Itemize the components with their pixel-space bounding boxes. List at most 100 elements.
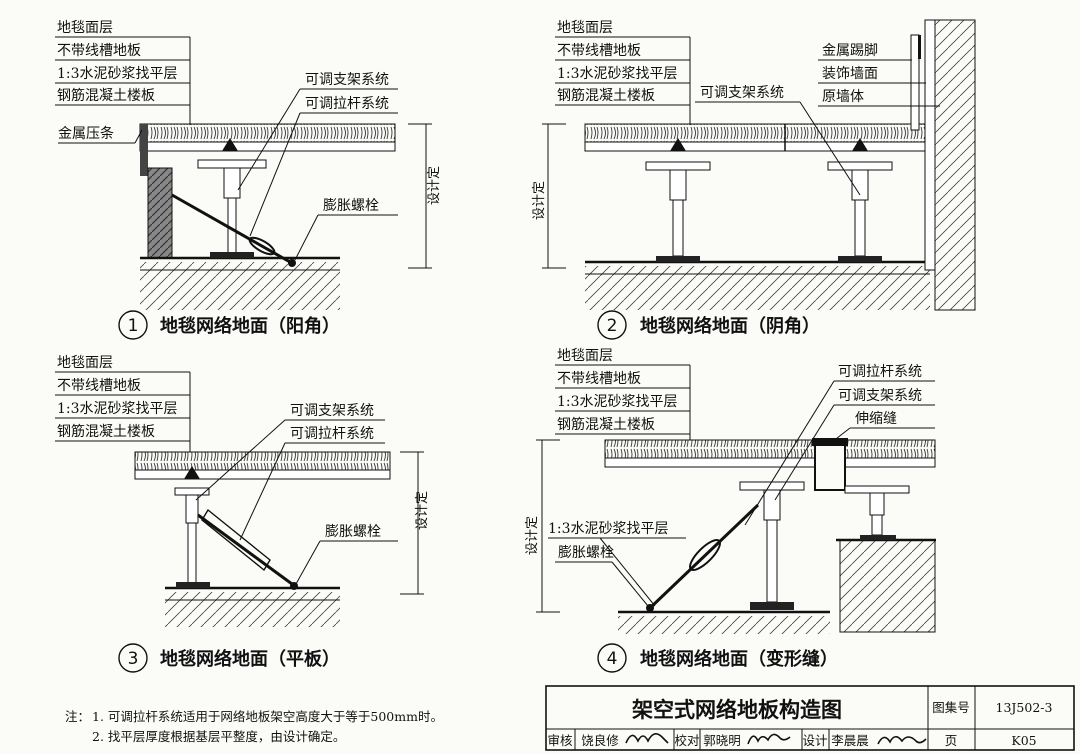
review-label: 审核	[547, 733, 573, 748]
carpet-layer	[139, 123, 396, 143]
pedestal-2b	[827, 138, 893, 262]
layer-label: 钢筋混凝土楼板	[557, 416, 655, 433]
carpet-layer	[604, 439, 816, 459]
callout-label: 可调拉杆系统	[290, 426, 374, 442]
atlas-number: 13J502-3	[996, 700, 1053, 715]
dimension-label: 设计定	[532, 181, 547, 220]
concrete-slab	[618, 616, 830, 634]
callout-label: 可调支架系统	[838, 388, 922, 404]
dimension-label: 设计定	[427, 166, 442, 205]
layer-label: 1:3水泥砂浆找平层	[57, 401, 178, 417]
layer-label: 1:3水泥砂浆找平层	[57, 66, 178, 82]
raised-slab	[839, 539, 936, 633]
drawing-title: 架空式网络地板构造图	[632, 698, 842, 722]
detail-2: 地毯面层 不带线槽地板 1:3水泥砂浆找平层 钢筋混凝土楼板	[532, 19, 976, 340]
detail-1: 地毯面层 不带线槽地板 1:3水泥砂浆找平层 钢筋混凝土楼板 设计定 金属压条	[55, 20, 442, 340]
notes: 注： 1. 可调拉杆系统适用于网络地板架空高度大于等于500mm时。 2. 找平…	[65, 709, 443, 744]
detail-number-circle	[118, 643, 148, 673]
concrete-slab	[140, 262, 340, 310]
callout-label: 1:3水泥砂浆找平层	[548, 521, 669, 537]
atlas-label: 图集号	[932, 700, 970, 715]
layer-label: 地毯面层	[57, 20, 113, 36]
callout-label: 膨胀螺栓	[558, 544, 614, 561]
page-number: K05	[1011, 733, 1036, 748]
pedestal-3	[174, 466, 210, 588]
floor-panel	[134, 469, 391, 480]
detail-number-circle	[597, 310, 627, 340]
callout-label: 装饰墙面	[822, 66, 878, 82]
carpet-layer	[584, 123, 926, 143]
dimension-label: 设计定	[415, 491, 430, 530]
notes-prefix: 注：	[65, 709, 90, 724]
callout-label: 可调支架系统	[305, 72, 389, 88]
designer-name: 李晨晨	[831, 733, 869, 748]
concrete-slab	[165, 592, 340, 627]
check-label: 校对	[674, 733, 699, 748]
detail-number: 4	[607, 649, 618, 669]
layer-label: 地毯面层	[557, 20, 613, 36]
callout-label: 可调支架系统	[700, 85, 784, 101]
tie-rod-1	[171, 193, 296, 267]
detail-number: 3	[128, 649, 139, 669]
pedestal-2a	[645, 138, 711, 262]
checker-name: 郭晓明	[703, 733, 741, 748]
pedestal-4a	[739, 481, 805, 610]
detail-4: 地毯面层 不带线槽地板 1:3水泥砂浆找平层 钢筋混凝土楼板	[525, 348, 936, 673]
pedestal-4b	[844, 485, 910, 540]
detail-title: 地毯网络地面（平板）	[160, 648, 340, 670]
callout-label: 金属踢脚	[822, 43, 878, 59]
layer-leaders-4	[555, 364, 691, 440]
decorative-wall	[924, 19, 936, 271]
expansion-joint	[814, 440, 846, 491]
note-item: 1. 可调拉杆系统适用于网络地板架空高度大于等于500mm时。	[92, 709, 443, 724]
layer-label: 1:3水泥砂浆找平层	[557, 66, 678, 82]
callout-label: 可调拉杆系统	[305, 96, 389, 112]
floor-panel	[584, 141, 926, 152]
detail-number-circle	[597, 643, 627, 673]
checker-signature	[747, 733, 791, 745]
detail-3: 地毯面层 不带线槽地板 1:3水泥砂浆找平层 钢筋混凝土楼板 设计定 可调支架系…	[55, 355, 430, 673]
detail-number: 2	[607, 316, 618, 336]
callout-label: 可调拉杆系统	[838, 364, 922, 380]
callout-label: 可调支架系统	[290, 403, 374, 419]
title-block: 架空式网络地板构造图 图集号 13J502-3 页 K05 审核 饶良修 校对 …	[545, 685, 1075, 751]
floor-panel	[139, 141, 396, 152]
design-label: 设计	[802, 733, 827, 748]
layer-leaders-2	[555, 36, 691, 125]
page-label: 页	[945, 733, 958, 748]
layer-label: 不带线槽地板	[557, 43, 641, 59]
detail-title: 地毯网络地面（阴角）	[640, 315, 820, 337]
layer-label: 钢筋混凝土楼板	[57, 423, 155, 440]
designer-signature	[877, 735, 927, 745]
layer-label: 地毯面层	[57, 355, 113, 371]
layer-label: 地毯面层	[557, 348, 613, 364]
layer-label: 1:3水泥砂浆找平层	[557, 394, 678, 410]
reviewer-signature	[625, 733, 669, 744]
layer-label: 不带线槽地板	[557, 371, 641, 387]
layer-label: 不带线槽地板	[57, 378, 141, 394]
tie-rod-4	[646, 503, 760, 612]
layer-label: 钢筋混凝土楼板	[557, 87, 655, 104]
detail-title: 地毯网络地面（阳角）	[160, 315, 340, 337]
edge-block	[147, 167, 173, 259]
callout-label: 膨胀螺栓	[325, 523, 381, 540]
layer-label: 不带线槽地板	[57, 43, 141, 59]
callout-label: 金属压条	[58, 125, 114, 142]
detail-title: 地毯网络地面（变形缝）	[640, 648, 838, 670]
pedestal-1	[197, 138, 267, 258]
metal-trim	[140, 124, 148, 176]
layer-leaders-1	[55, 36, 191, 125]
callout-label: 原墙体	[822, 89, 864, 105]
carpet-layer	[134, 451, 391, 471]
detail-number-circle	[118, 310, 148, 340]
note-item: 2. 找平层厚度根据基层平整度，由设计确定。	[92, 729, 345, 744]
layer-leaders-3	[55, 371, 191, 452]
tie-rod-3	[197, 508, 298, 590]
detail-number: 1	[128, 316, 139, 336]
reviewer-name: 饶良修	[581, 733, 619, 748]
dimension-label: 设计定	[525, 516, 540, 555]
layer-label: 钢筋混凝土楼板	[57, 87, 155, 104]
callout-label: 伸缩缝	[855, 411, 897, 427]
